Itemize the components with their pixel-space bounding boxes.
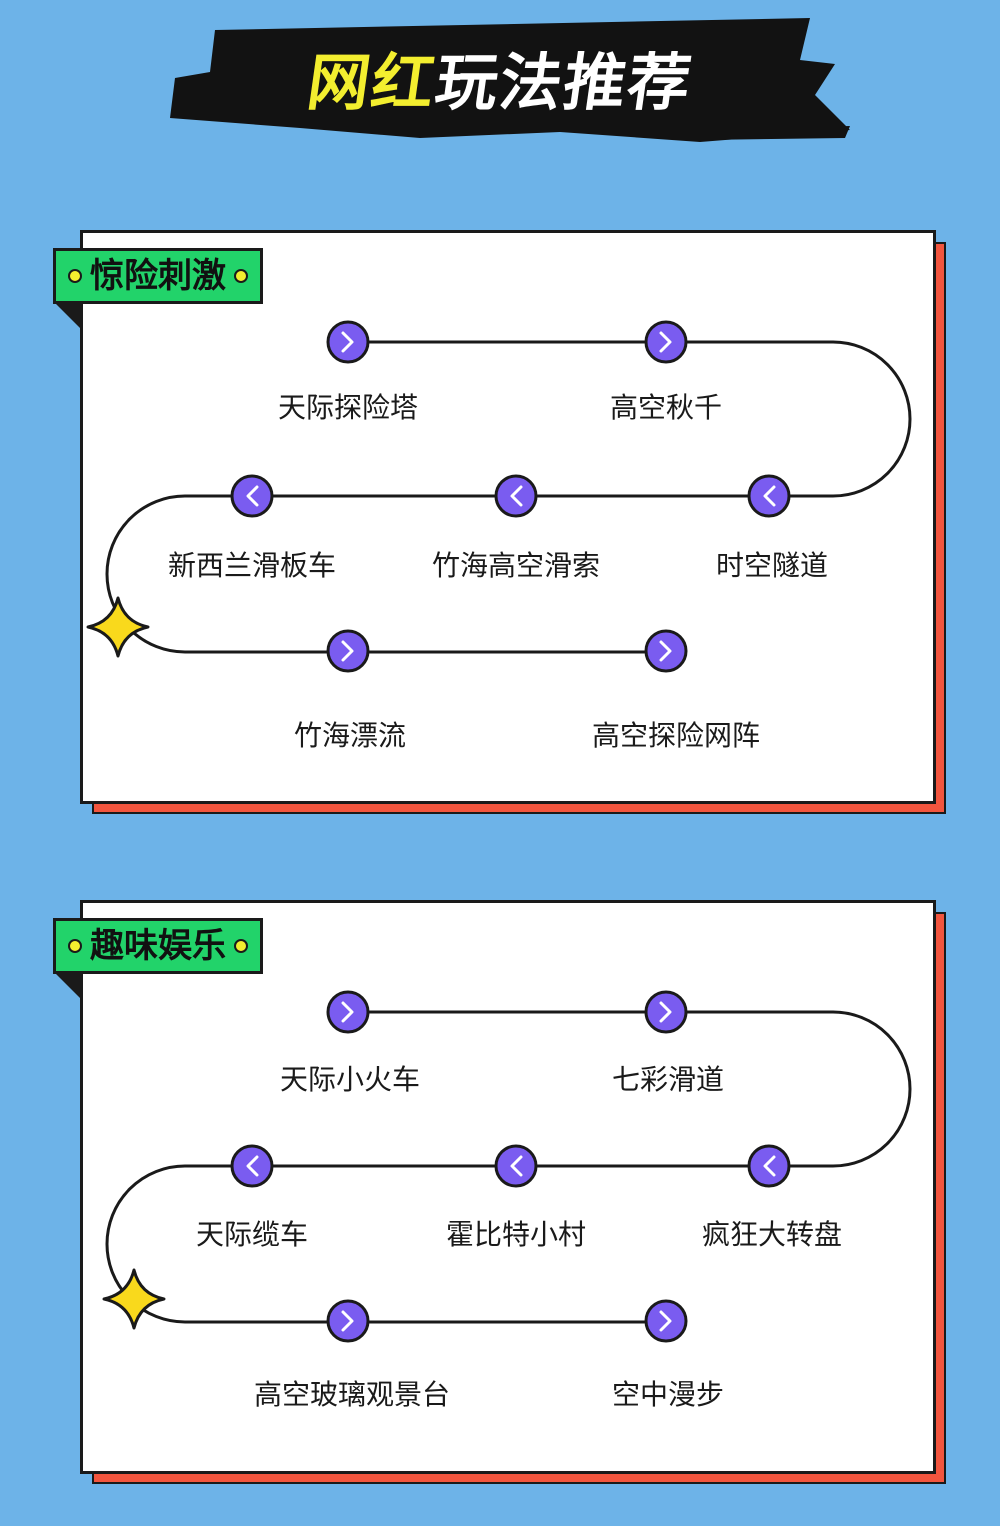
tag-dot-icon [68,939,82,953]
title-main: 玩法推荐 [430,46,698,119]
chevron-right-icon [659,640,672,662]
route-node [230,1144,274,1188]
tag-dot-icon [234,939,248,953]
title-banner [170,18,850,142]
tag-fold [54,302,80,328]
attraction-label: 天际小火车 [279,1063,421,1096]
attraction-label: 竹海漂流 [293,719,407,752]
chevron-left-icon [763,1155,776,1177]
attraction-label: 高空秋千 [609,391,723,424]
route-path [102,990,912,1343]
route-node [747,1144,791,1188]
route-node [747,474,791,518]
attraction-label: 天际缆车 [195,1218,309,1251]
section-title: 趣味娱乐 [90,926,226,966]
attraction-label: 新西兰滑板车 [167,549,337,582]
attraction-label: 竹海高空滑索 [431,549,601,582]
chevron-left-icon [246,485,259,507]
section-tag: 惊险刺激 [53,248,263,304]
chevron-right-icon [341,1310,354,1332]
chevron-right-icon [341,1001,354,1023]
section-tag: 趣味娱乐 [53,918,263,974]
chevron-left-icon [510,1155,523,1177]
route-node [644,1299,688,1343]
route-node [230,474,274,518]
chevron-left-icon [763,485,776,507]
attraction-label: 高空探险网阵 [591,719,761,752]
star-icon [102,1268,166,1330]
tag-dot-icon [234,269,248,283]
chevron-right-icon [341,331,354,353]
chevron-left-icon [246,1155,259,1177]
route-node [644,320,688,364]
attraction-label: 霍比特小村 [445,1218,587,1251]
title-highlight: 网红 [302,46,442,119]
star-icon [86,596,150,658]
route-node [326,629,370,673]
route-node [326,1299,370,1343]
route-path [86,320,912,673]
attraction-label: 空中漫步 [611,1378,725,1411]
route-node [644,629,688,673]
attraction-label: 时空隧道 [715,549,829,582]
route-node [494,474,538,518]
page-title: 网红玩法推荐 [0,38,1000,128]
chevron-right-icon [659,1310,672,1332]
attraction-label: 疯狂大转盘 [701,1218,843,1251]
attraction-label: 高空玻璃观景台 [253,1378,451,1411]
route-node [494,1144,538,1188]
route-node [326,320,370,364]
chevron-right-icon [659,1001,672,1023]
chevron-right-icon [659,331,672,353]
tag-fold [54,972,80,998]
card [80,900,936,1474]
route-node [326,990,370,1034]
section-title: 惊险刺激 [90,256,226,296]
chevron-left-icon [510,485,523,507]
attraction-label: 天际探险塔 [277,391,419,424]
route-node [644,990,688,1034]
card [80,230,936,804]
tag-dot-icon [68,269,82,283]
chevron-right-icon [341,640,354,662]
attraction-label: 七彩滑道 [611,1063,725,1096]
